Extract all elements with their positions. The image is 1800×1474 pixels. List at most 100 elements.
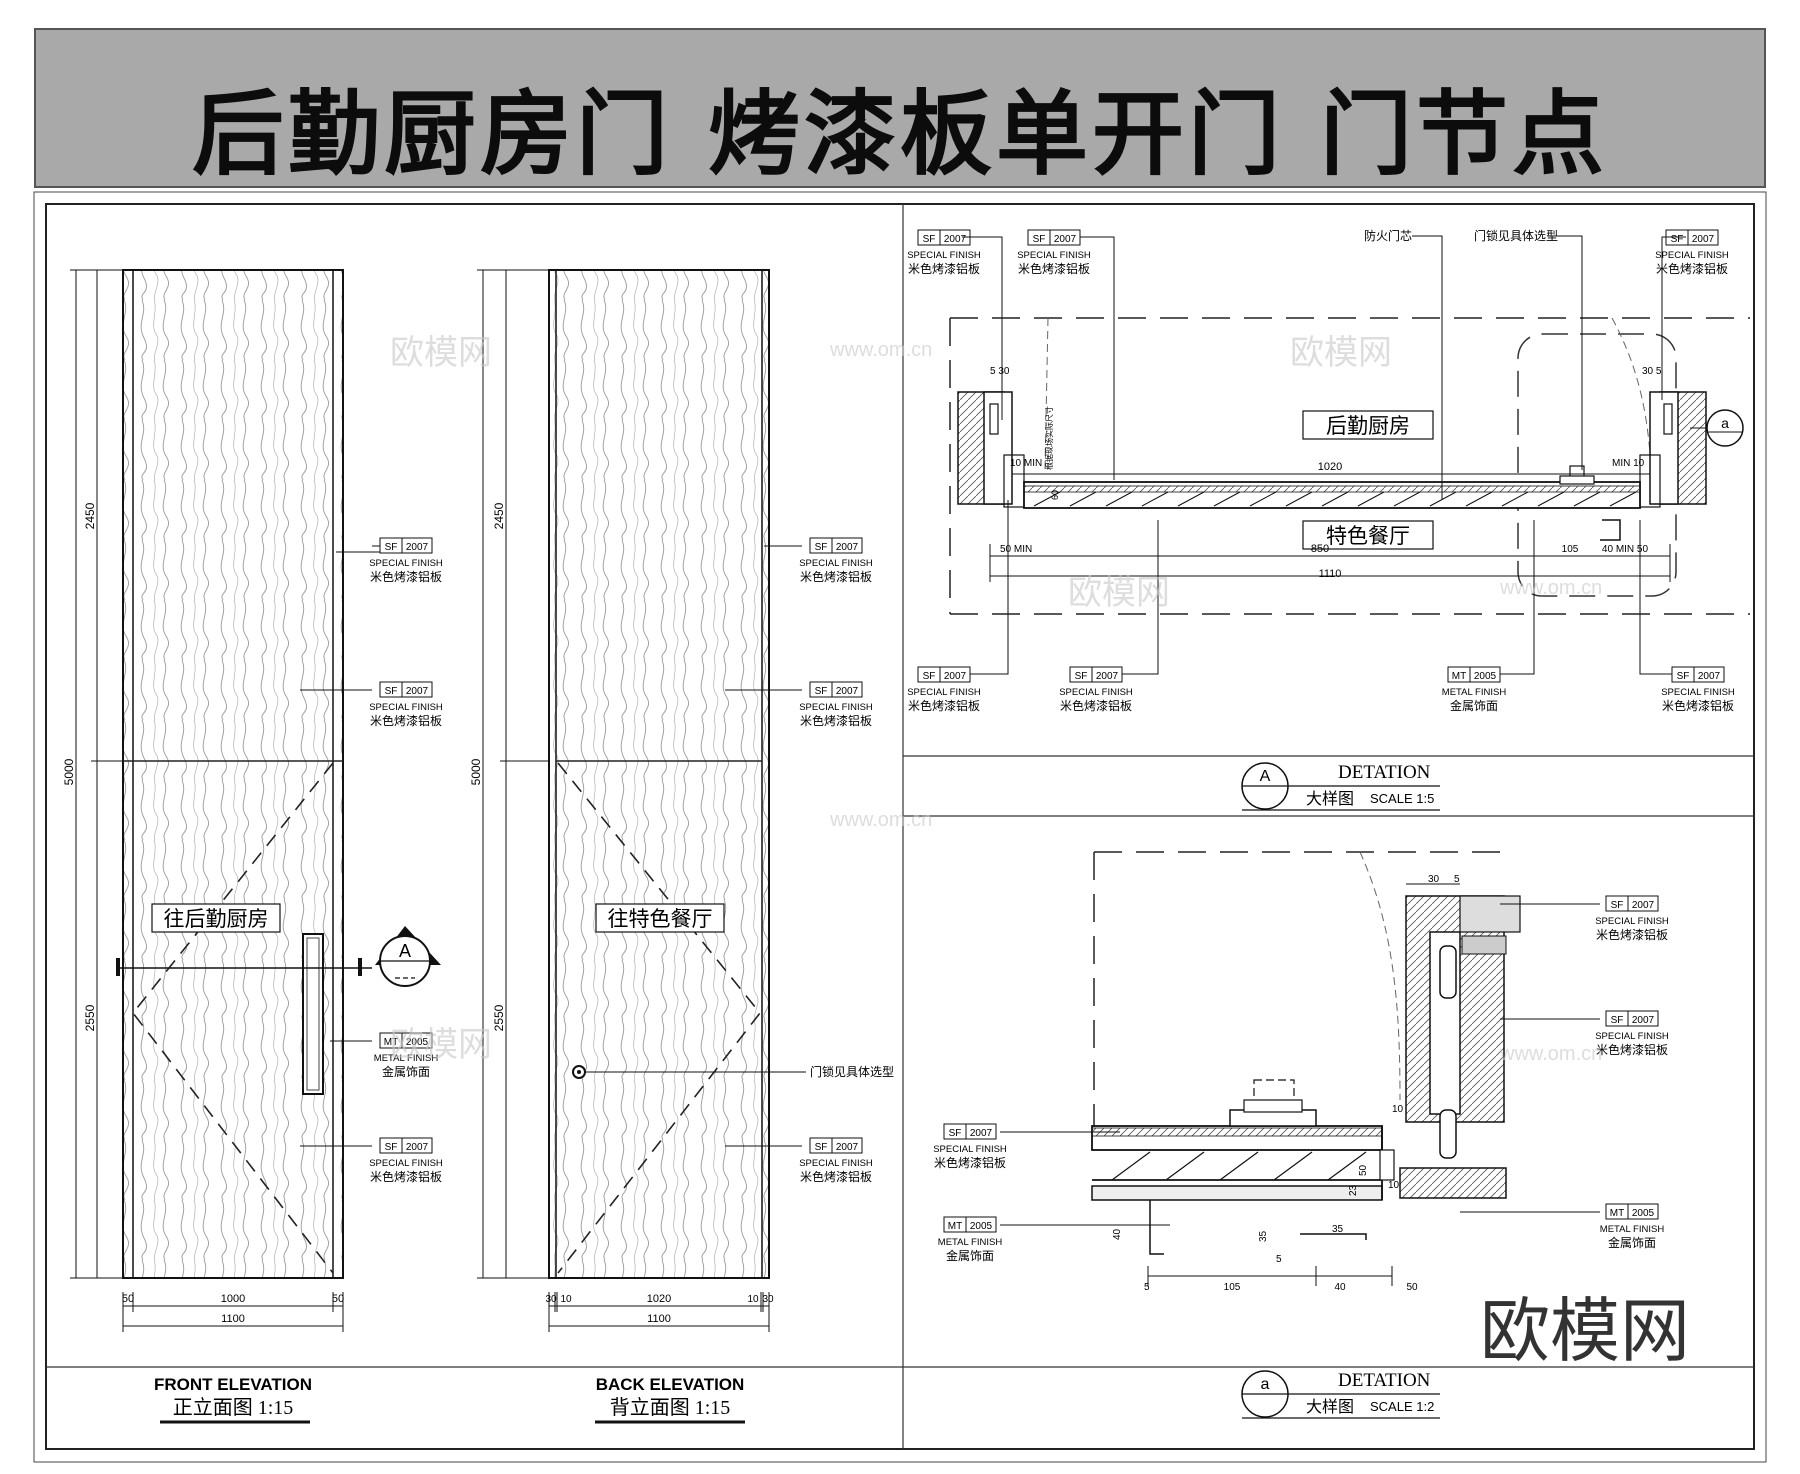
svg-text:2007: 2007 [836,1142,859,1153]
front-callout-4: SF 2007 SPECIAL FINISH 米色烤漆铝板 [369,1137,443,1184]
front-title-cn: 正立面图 1:15 [173,1396,294,1419]
front-callout-2: SF 2007 SPECIAL FINISH 米色烤漆铝板 [369,681,443,728]
enl-dim-5c: 5 [1144,1282,1150,1293]
svg-text:米色烤漆铝板: 米色烤漆铝板 [370,1169,442,1184]
svg-text:2007: 2007 [836,686,859,697]
svg-text:SPECIAL FINISH: SPECIAL FINISH [907,687,981,698]
front-dim-lower: 2550 [83,1004,97,1031]
plan-title-mark: A [1260,768,1271,785]
back-dim-upper: 2450 [492,502,506,529]
svg-text:SF: SF [815,1142,828,1153]
enl-dim-5b: 5 [1276,1254,1282,1265]
enl-dim-35b: 35 [1332,1224,1344,1235]
watermark-brand-large: 欧模网 [1480,1292,1690,1370]
back-dim-total: 5000 [469,758,483,785]
plan-dim-min-right: MIN 10 [1612,458,1645,469]
plan-section-mark: a [1721,415,1729,431]
watermarks: www.om.cn 欧模网 欧模网 www.om.cn 欧模网 www.om.c… [390,334,1602,1065]
back-callout-2: SF 2007 SPECIAL FINISH 米色烤漆铝板 [799,681,873,728]
back-room-label: 往特色餐厅 [608,908,713,931]
front-dim-left-trim: 50 [122,1293,134,1305]
enl-dim-10: 10 [1392,1104,1404,1115]
svg-text:米色烤漆铝板: 米色烤漆铝板 [908,261,980,276]
svg-text:2007: 2007 [1692,234,1715,245]
front-callout-3: MT 2005 METAL FINISH 金属饰面 [374,1032,439,1079]
watermark-brand-1: 欧模网 [390,334,492,372]
plan-callout-top-3: SF 2007 SPECIAL FINISH 米色烤漆铝板 [1655,229,1729,276]
svg-text:金属饰面: 金属饰面 [1608,1235,1656,1250]
svg-text:SF: SF [815,686,828,697]
svg-text:SPECIAL FINISH: SPECIAL FINISH [933,1144,1007,1155]
svg-text:METAL FINISH: METAL FINISH [1442,687,1507,698]
svg-text:SF: SF [385,686,398,697]
svg-text:SF: SF [923,234,936,245]
plan-dim-105: 105 [1562,544,1579,555]
plan-callout-bottom-3: MT 2005 METAL FINISH 金属饰面 [1442,666,1507,713]
svg-text:SPECIAL FINISH: SPECIAL FINISH [369,1158,443,1169]
svg-text:米色烤漆铝板: 米色烤漆铝板 [1656,261,1728,276]
svg-text:MT: MT [1610,1208,1624,1219]
plan-note-lock: 门锁见具体选型 [1474,228,1558,243]
enlarged-callout-1: SF 2007 SPECIAL FINISH 米色烤漆铝板 [1595,895,1669,942]
svg-text:SPECIAL FINISH: SPECIAL FINISH [799,558,873,569]
enlarged-title-mark: a [1261,1376,1270,1393]
svg-text:MT: MT [1452,671,1466,682]
enl-dim-30: 30 [1428,874,1440,885]
svg-text:MT: MT [948,1221,962,1232]
front-section-mark: A [399,941,411,961]
front-dim-right-trim: 50 [332,1293,344,1305]
svg-text:SPECIAL FINISH: SPECIAL FINISH [1017,250,1091,261]
plan-dim-850: 850 [1311,543,1329,555]
plan-title-en: DETATION [1338,762,1431,783]
svg-text:2005: 2005 [1632,1208,1655,1219]
back-lock-note: 门锁见具体选型 [810,1064,894,1079]
svg-text:SPECIAL FINISH: SPECIAL FINISH [1595,916,1669,927]
svg-text:米色烤漆铝板: 米色烤漆铝板 [800,1169,872,1184]
svg-text:2007: 2007 [944,234,967,245]
enl-dim-23: 23 [1348,1184,1359,1196]
back-dim-left-a: 30 [545,1294,557,1305]
svg-text:2005: 2005 [970,1221,993,1232]
plan-dim-40min50: 40 MIN 50 [1602,544,1649,555]
back-dim-right-b: 30 [762,1294,774,1305]
svg-text:METAL FINISH: METAL FINISH [374,1053,439,1064]
plan-callout-top-2: SF 2007 SPECIAL FINISH 米色烤漆铝板 [1017,229,1091,276]
svg-text:2007: 2007 [970,1128,993,1139]
svg-text:金属饰面: 金属饰面 [946,1248,994,1263]
svg-text:米色烤漆铝板: 米色烤漆铝板 [800,713,872,728]
svg-text:米色烤漆铝板: 米色烤漆铝板 [1662,698,1734,713]
svg-text:2007: 2007 [406,1142,429,1153]
svg-text:金属饰面: 金属饰面 [382,1064,430,1079]
svg-text:2007: 2007 [1054,234,1077,245]
plan-callout-bottom-2: SF 2007 SPECIAL FINISH 米色烤漆铝板 [1059,666,1133,713]
plan-dim-1110: 1110 [1319,568,1342,580]
svg-text:SPECIAL FINISH: SPECIAL FINISH [799,702,873,713]
plan-title-scale: SCALE 1:5 [1370,791,1434,806]
enl-dim-50: 50 [1358,1164,1369,1176]
front-title-en: FRONT ELEVATION [154,1375,312,1394]
front-room-label: 往后勤厨房 [164,908,269,931]
enl-dim-105: 105 [1224,1282,1241,1293]
front-elevation: 往后勤厨房 A 5000 2450 2550 50 1000 50 1100 [62,269,443,1424]
page-title: 后勤厨房门 烤漆板单开门 门节点 [191,81,1609,188]
back-title-en: BACK ELEVATION [596,1375,745,1394]
front-dim-width: 1000 [221,1293,245,1305]
watermark-site-1: www.om.cn [829,339,932,361]
watermark-site-2: www.om.cn [1499,577,1602,599]
enl-dim-10b: 10 [1388,1180,1400,1191]
svg-text:MT: MT [384,1037,398,1048]
enl-dim-40: 40 [1112,1228,1123,1240]
watermark-brand-4: 欧模网 [390,1026,492,1064]
svg-text:SF: SF [1611,1015,1624,1026]
svg-text:SF: SF [815,542,828,553]
front-callout-1: SF 2007 SPECIAL FINISH 米色烤漆铝板 [369,537,443,584]
plan-room-bottom: 特色餐厅 [1326,525,1410,548]
enl-dim-40b: 40 [1334,1282,1346,1293]
back-dim-width: 1020 [647,1293,671,1305]
svg-text:SF: SF [1611,900,1624,911]
svg-text:米色烤漆铝板: 米色烤漆铝板 [1596,1042,1668,1057]
svg-text:米色烤漆铝板: 米色烤漆铝板 [1018,261,1090,276]
back-dim-lower: 2550 [492,1004,506,1031]
svg-text:2007: 2007 [1698,671,1721,682]
svg-text:SF: SF [385,1142,398,1153]
